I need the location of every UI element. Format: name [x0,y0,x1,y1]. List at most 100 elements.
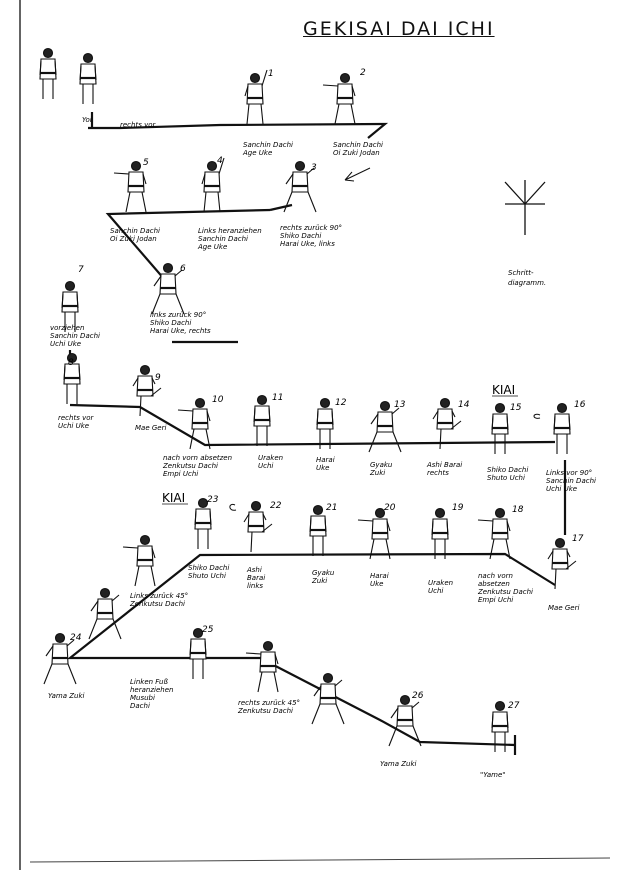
step-label-s10-line-3: Empi Uchi [163,470,198,478]
diagram-label-2: diagramm. [508,279,546,287]
step-label-s12-line-1: Harai [316,456,335,464]
step-label-s-links45-line-2: Zenkutsu Dachi [129,600,185,608]
step-label-s1-line-1: Sanchin Dachi [243,141,293,149]
step-label-s8-line-1: rechts vor [58,414,95,422]
karate-figure-24 [243,500,273,553]
step-label-s21-line-1: Gyaku [312,569,335,577]
step-number-11: 11 [272,393,283,403]
step-label-s20-line-2: Uke [370,580,383,588]
step-label-s15-line-2: Shuto Uchi [487,474,525,482]
step-number-23: 23 [207,495,219,505]
step-number-19: 19 [452,503,464,513]
step-label-s6-line-1: links zurück 90° [150,311,206,319]
step-label-s4-line-3: Age Uke [197,243,227,251]
step-label-s22-line-2: Barai [247,574,265,582]
figures-layer [39,47,577,752]
step-label-s25-line-2: heranziehen [130,686,173,694]
karate-figure-5 [283,160,317,213]
step-number-22: 22 [270,501,282,511]
karate-figure-22 [357,507,391,560]
karate-figure-3 [244,69,268,125]
karate-figure-18 [553,402,571,454]
page-title: GEKISAI DAI ICHI [303,18,495,40]
karate-figure-32 [388,694,422,747]
step-number-15: 15 [510,403,522,413]
step-label-s21-line-2: Zuki [311,577,327,585]
step-label-s18-line-1: nach vorn [478,572,513,580]
step-label-s22-line-3: links [247,582,263,590]
karate-figure-26 [122,534,156,587]
karate-figure-20 [477,507,511,560]
karate-figure-4 [322,72,356,125]
karate-figure-9 [61,280,79,332]
direction-arrows [229,167,541,511]
karate-figure-10 [63,352,81,404]
step-number-4: 4 [217,156,223,166]
step-label-s15-line-1: Shiko Dachi [487,466,528,474]
karate-figure-17 [491,402,509,454]
step-label-s23-line-1: Shiko Dachi [188,564,229,572]
step-label-s17-line-1: Mae Geri [548,604,579,612]
karate-figure-23 [309,504,327,556]
step-label-s24-line-1: Yama Zuki [48,692,85,700]
karate-figure-11 [132,364,162,417]
step-label-s7-line-3: Uchi Uke [50,340,81,348]
step-label-s22-line-1: Ashi [246,566,262,574]
step-number-26: 26 [412,691,424,701]
step-number-16: 16 [574,400,586,410]
step-number-21: 21 [326,503,337,513]
karate-figure-12 [177,397,211,450]
step-label-s11-line-2: Uchi [258,462,273,470]
step-label-s26-line-1: Yama Zuki [380,760,417,768]
step-number-9: 9 [155,373,161,383]
karate-figure-28 [43,632,77,685]
diagram-label-1: Schritt- [508,269,534,277]
step-number-12: 12 [335,398,347,408]
karate-figure-2 [79,52,97,104]
karate-figure-14 [316,397,334,449]
karate-figure-33 [491,700,509,752]
karate-figure-19 [547,537,577,590]
step-number-18: 18 [512,505,524,515]
step-label-s8-line-2: Uchi Uke [58,422,89,430]
step-label-s25-line-1: Linken Fuß [130,678,168,686]
bottom-edge-line [29,857,611,863]
karate-figure-25 [194,497,212,549]
step-label-s27-line-1: "Yame" [480,771,506,779]
step-label-s1-line-2: Age Uke [242,149,272,157]
step-label-s2-line-2: Oi Zuki Jodan [333,149,380,157]
step-number-13: 13 [394,400,406,410]
karate-figure-30 [245,640,279,693]
step-number-25: 25 [202,625,214,635]
step-number-14: 14 [458,400,470,410]
karate-figure-1 [39,47,57,99]
step-number-2: 2 [360,68,366,78]
step-label-s-rechts45-line-1: rechts zurück 45° [238,699,300,707]
karate-figure-6 [201,157,225,213]
step-number-5: 5 [143,158,149,168]
step-label-s6-line-2: Shiko Dachi [150,319,191,327]
step-number-3: 3 [311,163,317,173]
karate-figure-15 [368,400,402,453]
step-number-6: 6 [180,264,186,274]
karate-figure-31 [311,672,345,725]
step-label-s9-line-1: Mae Geri [135,424,166,432]
karate-figure-16 [432,397,462,450]
step-label-s7-line-1: vorziehen [50,324,84,332]
step-label-s20-line-1: Harai [370,572,389,580]
kiai-label-1: KIAI [492,383,515,397]
step-label-s13-line-1: Gyaku [370,461,393,469]
step-label-s18-line-2: absetzen [478,580,510,588]
step-label-s16-line-1: Links vor 90° [546,469,592,477]
step-number-8: 8 [68,358,74,368]
step-label-s11-line-1: Uraken [258,454,283,462]
step-label-s-links45-line-1: Links zurück 45° [130,592,188,600]
step-label-s4-line-1: Links heranziehen [198,227,262,235]
step-label-s5-line-1: Sanchin Dachi [110,227,160,235]
step-label-s6-line-3: Harai Uke, rechts [150,327,211,335]
step-label-s-rechts45-line-2: Zenkutsu Dachi [237,707,293,715]
karate-figure-7 [113,160,147,213]
